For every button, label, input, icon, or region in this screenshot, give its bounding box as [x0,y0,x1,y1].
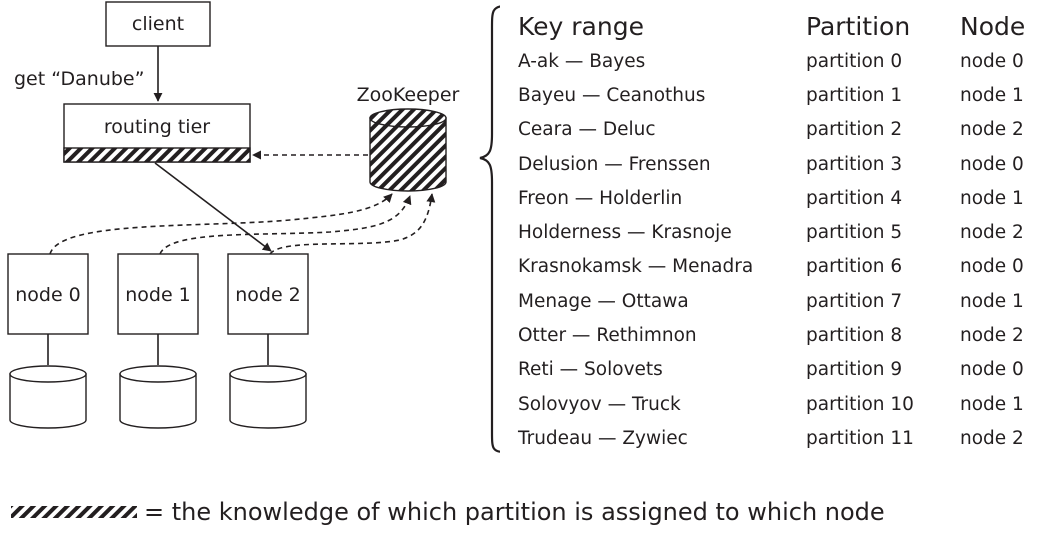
node-0-label: node 0 [15,284,81,306]
partition-cell: partition 1 [806,84,903,106]
key-range-cell: Bayeu — Ceanothus [518,84,706,106]
partition-table: Key range Partition Node A-ak — Bayes pa… [518,8,1040,456]
table-row: Freon — Holderlin partition 4 node 1 [518,181,1040,215]
table-brace [479,5,500,453]
partition-cell: partition 5 [806,222,903,244]
key-range-cell: Delusion — Frenssen [518,153,711,175]
routing-tier-label: routing tier [104,116,210,138]
legend-text: = the knowledge of which partition is as… [144,498,885,526]
zookeeper-label: ZooKeeper [357,84,460,106]
key-range-cell: Otter — Rethimnon [518,325,697,347]
key-range-cell: Trudeau — Zywiec [518,427,688,449]
node-cell: node 2 [960,222,1024,244]
partition-cell: partition 2 [806,119,903,141]
node-cell: node 0 [960,50,1024,72]
client-label: client [132,13,184,35]
table-row: Otter — Rethimnon partition 8 node 2 [518,318,1040,352]
node-2: node 2 [227,253,309,429]
table-row: Solovyov — Truck partition 10 node 1 [518,387,1040,421]
key-range-cell: Ceara — Deluc [518,119,656,141]
node-1-storage-icon [119,365,197,383]
partition-cell: partition 11 [806,427,914,449]
table-row: Delusion — Frenssen partition 3 node 0 [518,147,1040,181]
node-cell: node 1 [960,290,1024,312]
key-range-cell: A-ak — Bayes [518,50,646,72]
partition-cell: partition 7 [806,290,903,312]
partition-cell: partition 4 [806,187,903,209]
key-range-cell: Krasnokamsk — Menadra [518,256,754,278]
node-cell: node 0 [960,153,1024,175]
hatch-swatch-icon [11,506,137,518]
table-row: Krasnokamsk — Menadra partition 6 node 0 [518,250,1040,284]
node-2-label: node 2 [235,284,301,306]
header-node: Node [960,11,1026,41]
partition-cell: partition 10 [806,393,914,415]
node-cell: node 1 [960,393,1024,415]
routing-to-node2-arrow [154,162,272,252]
table-row: Trudeau — Zywiec partition 11 node 2 [518,421,1040,455]
key-range-cell: Menage — Ottawa [518,290,689,312]
node-1-label: node 1 [125,284,191,306]
table-row: Menage — Ottawa partition 7 node 1 [518,284,1040,318]
node-cell: node 2 [960,325,1024,347]
node0-to-zookeeper-arrow [49,193,393,255]
node2-to-zookeeper-arrow [269,193,436,255]
zookeeper-cylinder [369,108,447,192]
node-cell: node 2 [960,427,1024,449]
partition-cell: partition 6 [806,256,903,278]
node-cell: node 1 [960,187,1024,209]
node1-to-zookeeper-arrow [159,195,412,255]
node-cell: node 2 [960,119,1024,141]
node-0-storage-icon [9,365,87,383]
node-cell: node 0 [960,256,1024,278]
table-header: Key range Partition Node [518,8,1040,44]
key-range-cell: Solovyov — Truck [518,393,681,415]
routing-metadata-hatch [63,147,251,163]
table-row: Reti — Solovets partition 9 node 0 [518,353,1040,387]
legend: = the knowledge of which partition is as… [10,498,885,526]
key-range-cell: Holderness — Krasnoje [518,222,732,244]
routing-tier-box: routing tier [63,103,251,163]
node-cell: node 0 [960,359,1024,381]
table-row: Bayeu — Ceanothus partition 1 node 1 [518,78,1040,112]
partition-cell: partition 9 [806,359,903,381]
node-2-storage-icon [229,365,307,383]
partition-cell: partition 3 [806,153,903,175]
request-label: get “Danube” [14,68,144,90]
key-range-cell: Reti — Solovets [518,359,663,381]
client-box: client [105,1,211,47]
table-row: A-ak — Bayes partition 0 node 0 [518,44,1040,78]
partition-cell: partition 8 [806,325,903,347]
partition-cell: partition 0 [806,50,903,72]
table-row: Ceara — Deluc partition 2 node 2 [518,113,1040,147]
key-range-cell: Freon — Holderlin [518,187,683,209]
node-0: node 0 [7,253,89,429]
architecture-diagram: client get “Danube” routing tier ZooKeep… [7,1,500,453]
header-key-range: Key range [518,11,644,41]
header-partition: Partition [806,11,911,41]
node-cell: node 1 [960,84,1024,106]
node-1: node 1 [117,253,199,429]
table-row: Holderness — Krasnoje partition 5 node 2 [518,215,1040,249]
